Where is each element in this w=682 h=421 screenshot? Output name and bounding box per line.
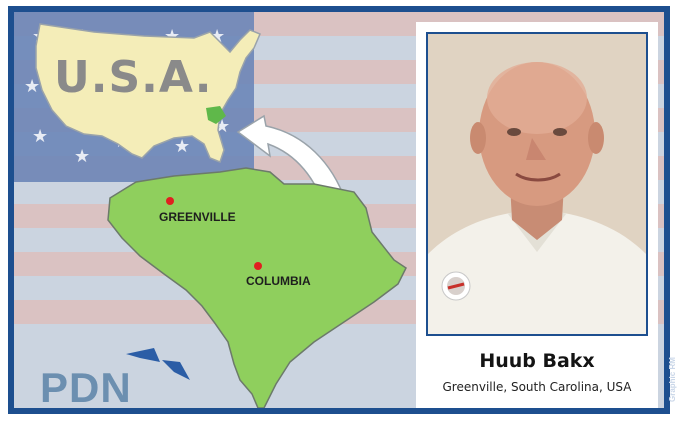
logo-bird-icon [126,348,190,380]
person-location: Greenville, South Carolina, USA [442,380,632,394]
person-name: Huub Bakx [479,350,595,372]
portrait-photo [426,32,648,336]
profile-card: Huub Bakx Greenville, South Carolina, US… [416,22,658,408]
south-carolina-highlight [206,106,226,124]
city-label-columbia: COLUMBIA [246,274,311,288]
pdn-logo: PDN [40,364,132,408]
svg-text:★: ★ [174,136,190,157]
south-carolina-map [107,167,407,408]
marker-columbia [254,262,262,270]
graphic-frame: ★ ★ ★ ★ ★ ★ ★ ★ ★ ★ ★ [8,6,677,414]
marker-greenville [166,197,174,205]
map-panel: ★ ★ ★ ★ ★ ★ ★ ★ ★ ★ ★ [14,12,664,408]
svg-text:★: ★ [74,146,90,167]
usa-label: U.S.A. [54,52,213,103]
svg-text:★: ★ [32,126,48,147]
svg-text:★: ★ [24,76,40,97]
city-label-greenville: GREENVILLE [159,210,236,224]
usa-outline [35,23,261,163]
graphic-credit: Graphic RM [668,357,677,402]
portrait-illustration [428,34,646,334]
